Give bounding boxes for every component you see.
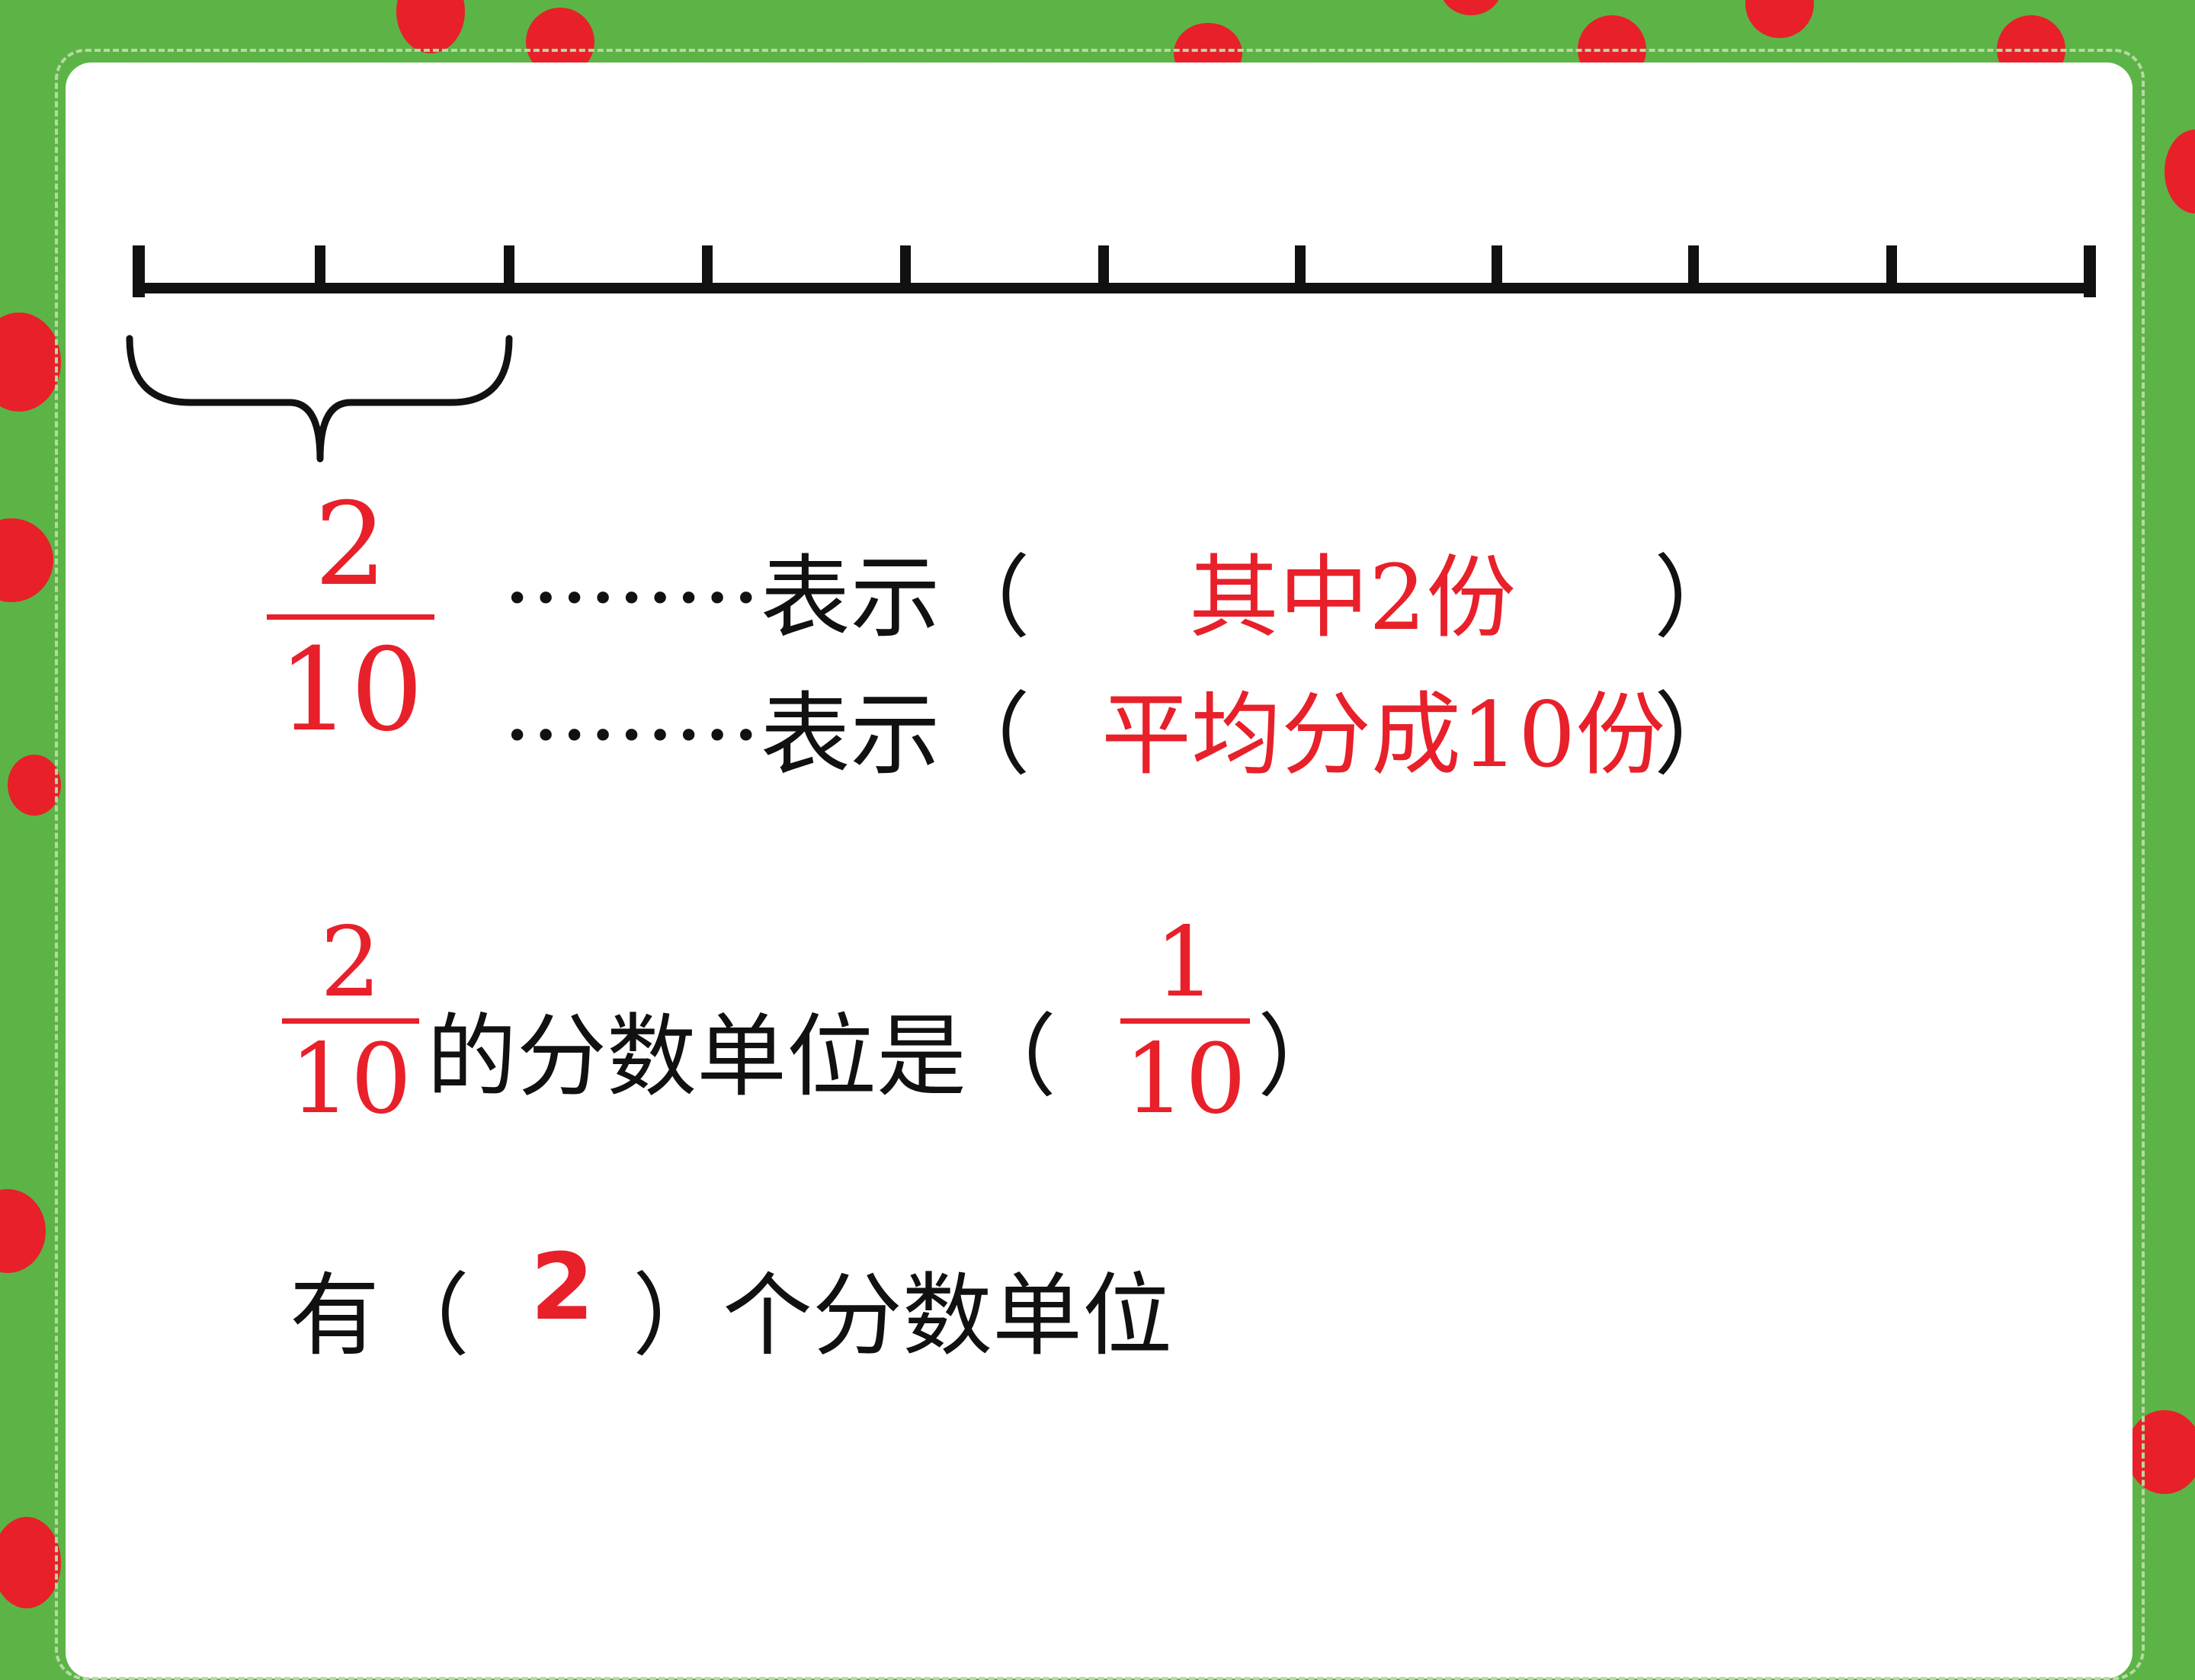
fraction-denominator: 10 [1123,1023,1247,1135]
fraction-numerator: 2 [319,906,382,1018]
label-represents: 表示（ [760,545,1030,650]
fraction-denominator: 10 [277,624,424,757]
number-line-figure [126,245,2096,463]
answer-numerator-meaning: 其中2份 [1189,545,1517,650]
fraction-bar [1120,1018,1250,1024]
fraction-numerator: 1 [1154,906,1216,1018]
decor-dot [2126,1410,2195,1494]
fraction-two-tenths-small: 2 10 [282,915,419,1127]
leader-dots: ········· [503,545,761,650]
answer-denominator-meaning: 平均分成10份 [1101,682,1666,787]
meaning-numerator-line: ·········表示（ [503,524,1030,655]
close-paren: ） [1654,545,1745,650]
decor-dot [1440,0,1501,15]
fraction-unit-question: 的分数单位是（ [427,1004,1057,1109]
leader-dots: ········· [503,682,761,787]
fraction-two-tenths: 2 10 [267,488,434,748]
slide-board [66,63,2133,1678]
label-represents: 表示（ [760,682,1030,787]
fraction-bar [267,614,434,620]
unit-count-prefix: 有（ [290,1263,470,1368]
fraction-bar [282,1018,419,1024]
curly-brace [126,335,513,463]
close-paren: ） [1654,682,1745,787]
fraction-denominator: 10 [289,1023,412,1135]
meaning-denominator-line: ·········表示（ [503,662,1030,792]
unit-count-answer: 2 [530,1235,594,1341]
unit-count-suffix: ）个分数单位 [633,1263,1173,1368]
decor-dot [0,1517,61,1608]
fraction-numerator: 2 [314,479,387,611]
fraction-one-tenth: 1 10 [1120,915,1250,1127]
decor-dot [8,755,61,816]
close-paren: ） [1258,1004,1348,1109]
